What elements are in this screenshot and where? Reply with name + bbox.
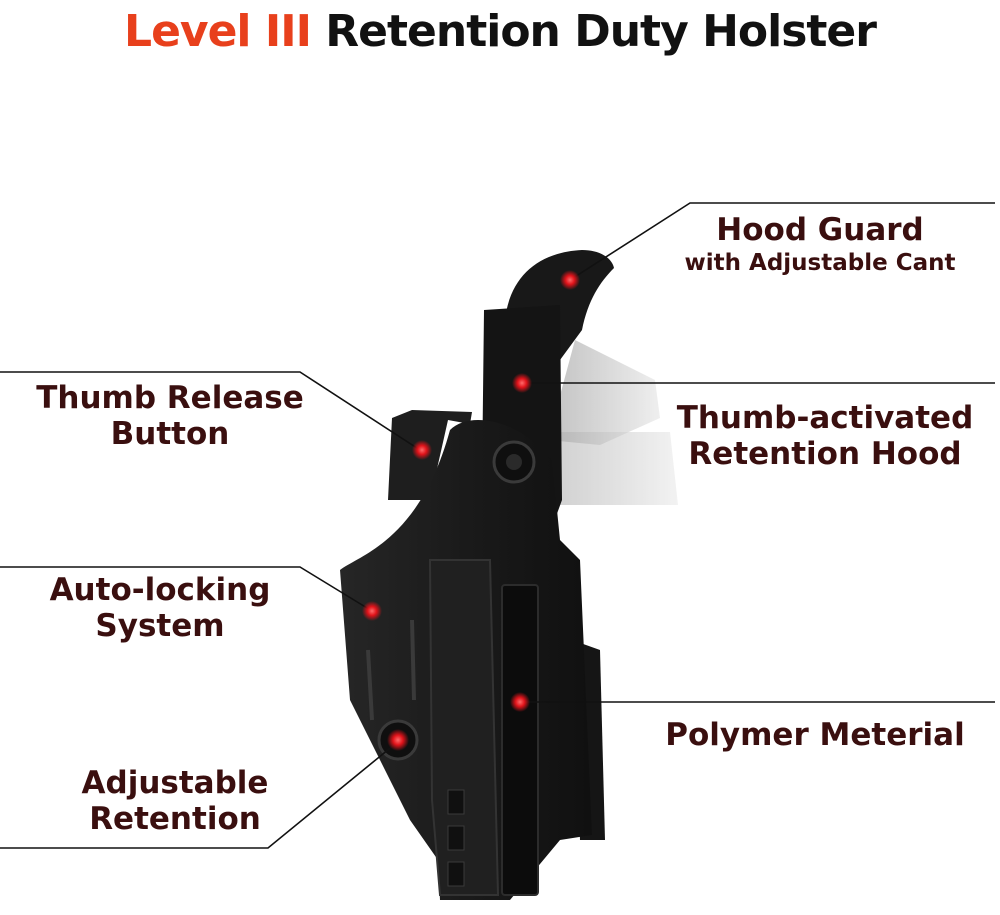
callout-line: Retention Hood (688, 436, 962, 472)
callout-line: Thumb Release (36, 380, 304, 416)
callout-line: Adjustable (81, 765, 269, 801)
callout-line: Button (110, 416, 230, 452)
callout-line: System (95, 608, 225, 644)
callout-line: Auto-locking (49, 572, 271, 608)
callout-subline: with Adjustable Cant (684, 250, 956, 276)
callout-thumb-activated-retention-hood: Thumb-activated Retention Hood (660, 400, 990, 472)
title-main: Retention Duty Holster (325, 6, 877, 57)
leader-lines (0, 202, 995, 849)
side-panel (428, 559, 500, 896)
callout-line: Thumb-activated (676, 400, 974, 436)
callout-thumb-release-button: Thumb Release Button (20, 380, 320, 452)
hood-motion-ghost (548, 340, 678, 505)
vent-slot (447, 825, 465, 851)
callout-line: Retention (89, 801, 261, 837)
pivot-screw-center (506, 454, 522, 470)
grip-texture-panel (501, 584, 539, 896)
callout-adjustable-retention: Adjustable Retention (30, 765, 320, 837)
slot-lines (366, 619, 416, 721)
callout-line: Hood Guard (716, 212, 924, 248)
title-accent: Level III (124, 6, 312, 57)
callout-polymer-material: Polymer Meterial (640, 717, 990, 753)
callout-auto-locking-system: Auto-locking System (20, 572, 300, 644)
callout-hood-guard: Hood Guard with Adjustable Cant (660, 212, 980, 278)
page-title: Level III Retention Duty Holster (0, 0, 1000, 72)
vent-slot (447, 789, 465, 815)
marker-dots (362, 270, 580, 751)
vent-slot (447, 861, 465, 887)
callout-line: Polymer Meterial (665, 717, 965, 753)
